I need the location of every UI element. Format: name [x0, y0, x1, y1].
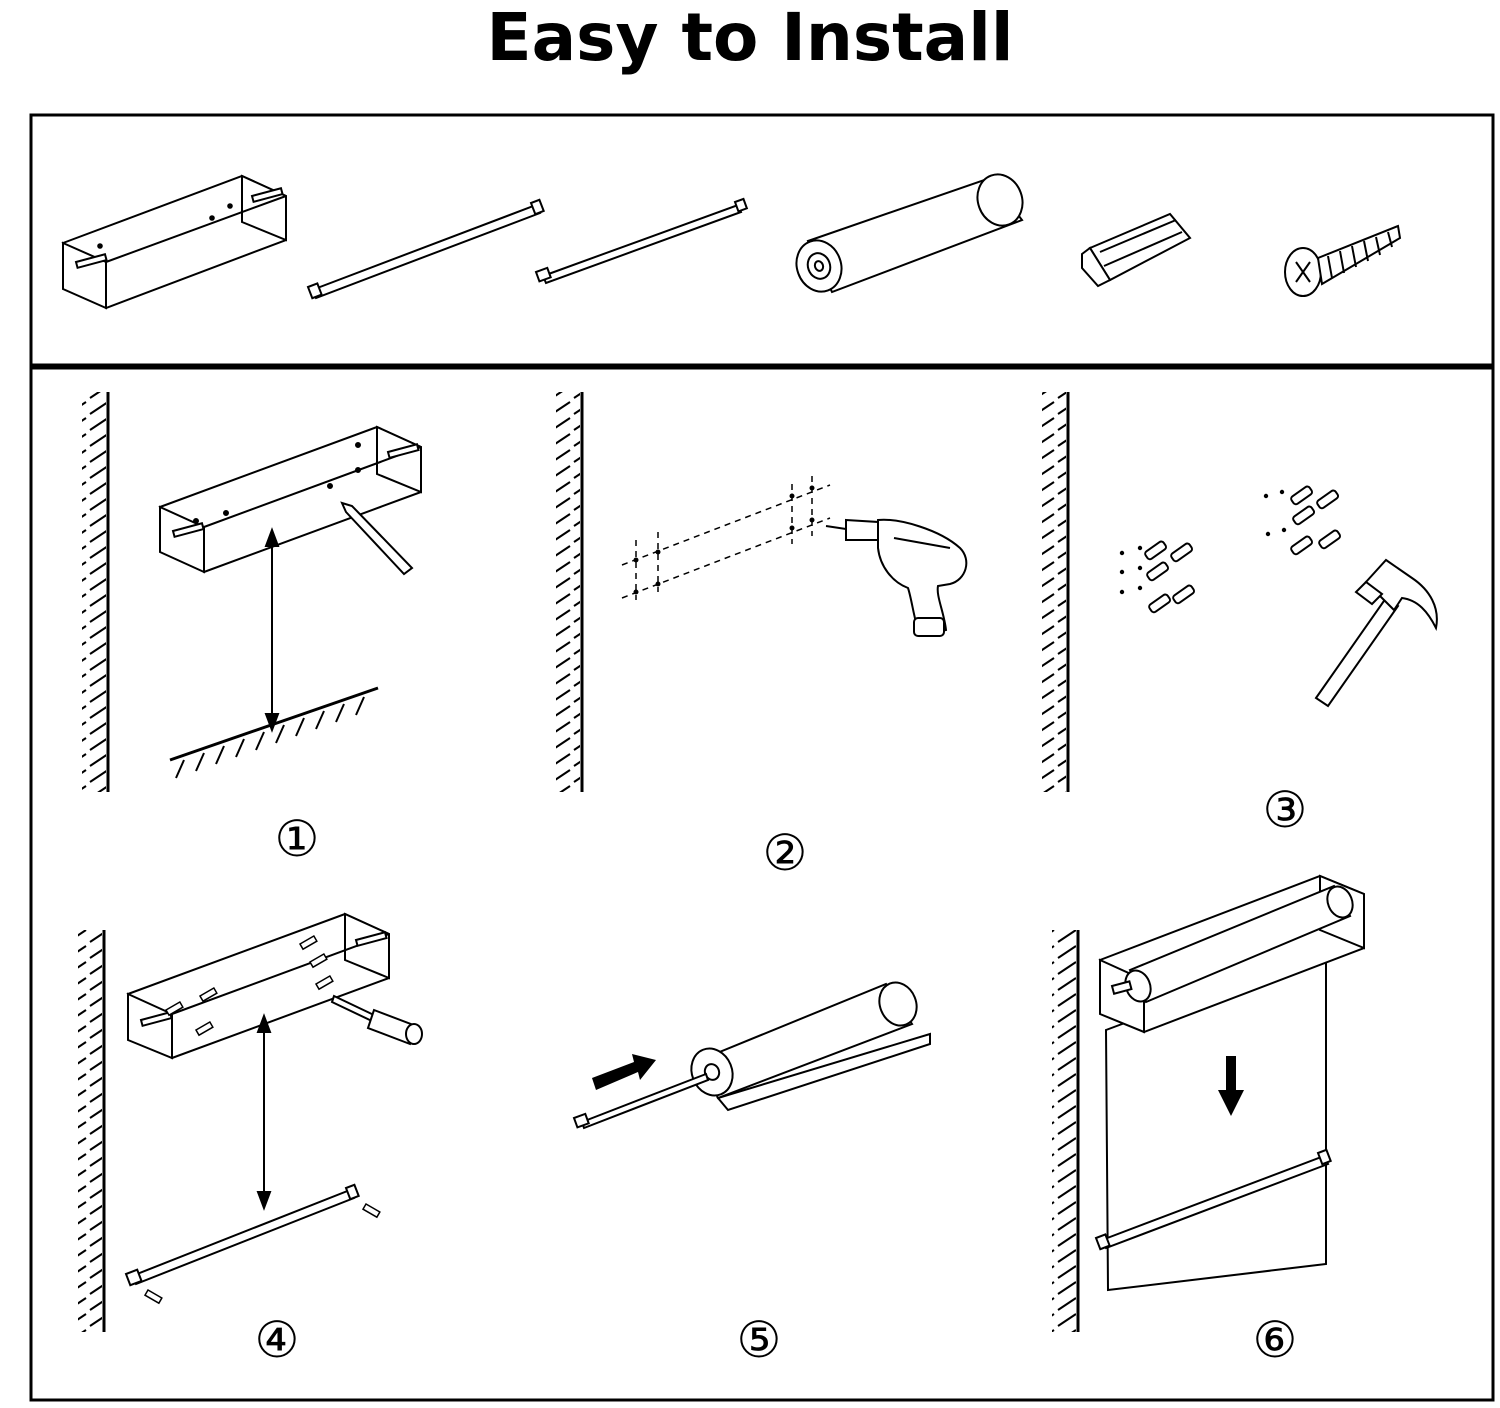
- bottom-bar-icon: [124, 1183, 360, 1287]
- wall-hatch: [1042, 392, 1066, 792]
- measure-arrow: [264, 527, 280, 733]
- step-4-illustration: [78, 912, 423, 1332]
- step-5-illustration: [572, 981, 931, 1130]
- screwdriver-icon: [330, 994, 423, 1046]
- down-arrow: [1218, 1056, 1244, 1116]
- step-3-label: ③: [1262, 781, 1308, 839]
- floor-line: [169, 686, 379, 762]
- bracket-icon: [158, 425, 422, 574]
- step-5-label: ⑤: [736, 1311, 782, 1369]
- roller-rod-icon: [572, 1072, 710, 1130]
- drill-icon: [825, 518, 968, 638]
- parts-panel-frame: [29, 113, 1495, 367]
- wall-anchor-icon: [1081, 212, 1192, 288]
- wall-hatch: [82, 392, 106, 792]
- bracket-icon: [1098, 874, 1365, 1034]
- step-1-label: ①: [274, 810, 320, 868]
- bracket-icon: [61, 174, 287, 310]
- step-6-label: ⑥: [1252, 1311, 1298, 1369]
- direction-arrow: [592, 1054, 656, 1090]
- pencil-icon: [340, 501, 414, 576]
- step-2-illustration: [556, 392, 968, 792]
- measure-arrow: [256, 1013, 272, 1211]
- screw-icon: [1284, 224, 1402, 297]
- page-title: Easy to Install: [486, 0, 1014, 76]
- wall-hatch: [556, 392, 580, 792]
- roller-shade-icon: [795, 173, 1024, 294]
- floor-hatch: [175, 696, 365, 779]
- bottom-bar-icon: [306, 198, 545, 300]
- screws: [143, 934, 381, 1305]
- bracket-icon: [126, 912, 390, 1060]
- drill-marks: [621, 476, 831, 600]
- step-2-label: ②: [762, 824, 808, 882]
- steps-panel-frame: [29, 365, 1495, 1402]
- step-4-label: ④: [254, 1311, 300, 1369]
- step-6-illustration: [1052, 874, 1365, 1332]
- step-1-illustration: [82, 392, 422, 792]
- roller-rod-icon: [534, 197, 749, 285]
- wall-hatch: [78, 930, 102, 1332]
- wall-anchors: [1144, 485, 1342, 614]
- step-3-illustration: [1042, 392, 1438, 792]
- bottom-bar-icon: [1094, 1148, 1332, 1251]
- roller-shade-icon: [690, 981, 931, 1112]
- hammer-icon: [1314, 558, 1438, 708]
- wall-hatch: [1052, 930, 1076, 1332]
